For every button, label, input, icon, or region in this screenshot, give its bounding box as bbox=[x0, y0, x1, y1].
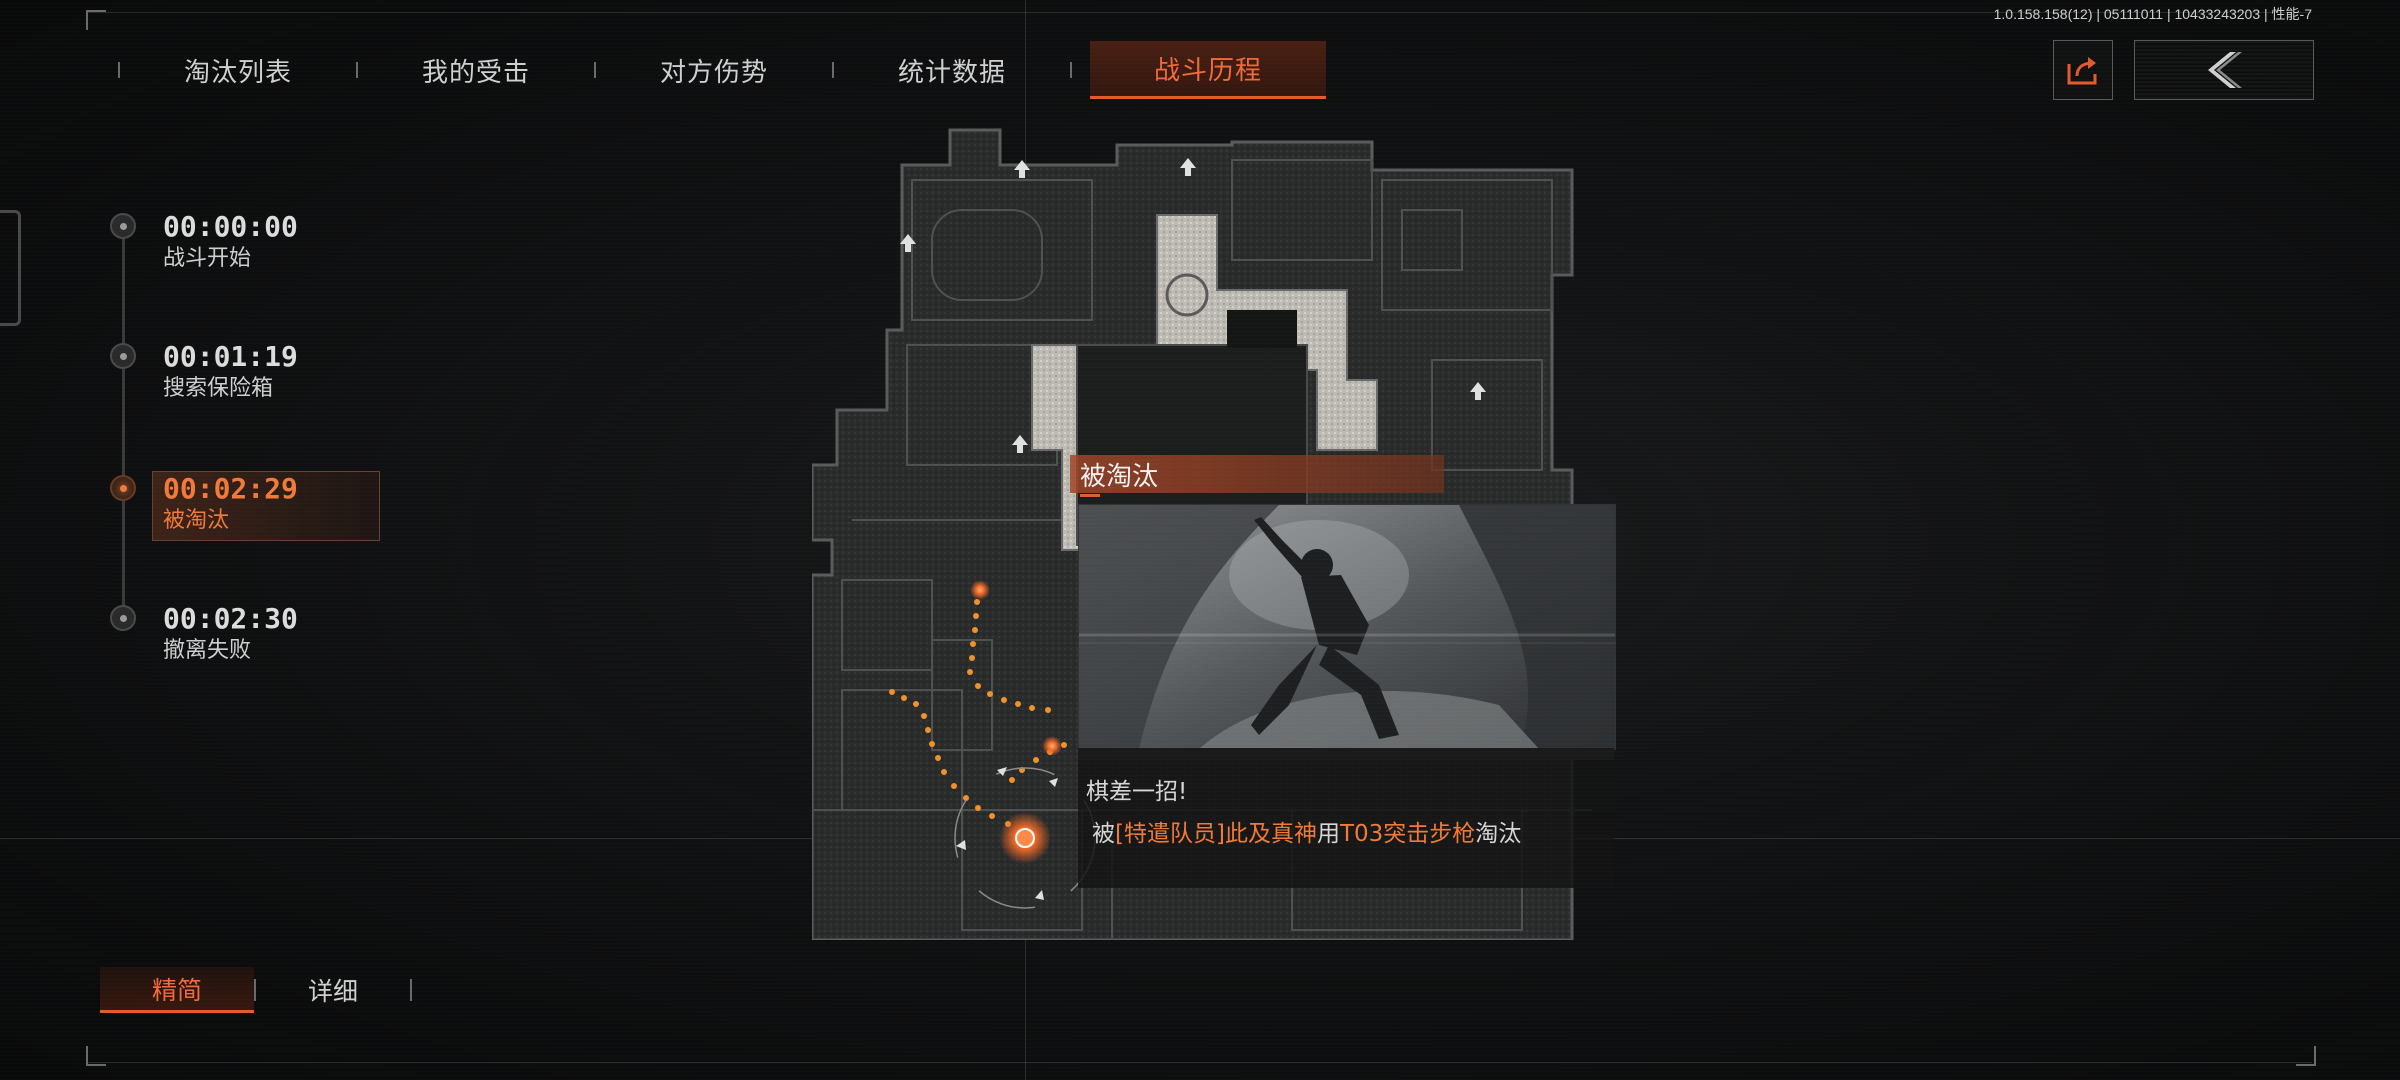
timeline-node[interactable] bbox=[110, 343, 136, 369]
timeline-node-active[interactable] bbox=[110, 475, 136, 501]
frame-top bbox=[88, 12, 2312, 13]
tab-detailed-view[interactable]: 详细 bbox=[307, 977, 358, 1006]
timeline-time: 00:02:29 bbox=[163, 472, 298, 505]
version-info: 1.0.158.158(12) | 05111011 | 10433243203… bbox=[1993, 6, 2312, 22]
detail-prefix: 被 bbox=[1092, 821, 1115, 847]
timeline-time: 00:00:00 bbox=[163, 210, 298, 243]
popup-headline: 棋差一招! bbox=[1086, 779, 1188, 805]
tab-separator bbox=[410, 979, 412, 1001]
timeline-event[interactable]: 00:02:30 撤离失败 bbox=[163, 602, 298, 666]
detail-mid: 用 bbox=[1316, 821, 1340, 847]
bottom-view-toggle: 精简 详细 bbox=[100, 967, 412, 1013]
timeline-event-active[interactable]: 00:02:29 被淘汰 bbox=[163, 472, 298, 536]
back-button[interactable] bbox=[2134, 40, 2314, 100]
replay-soldier-illustration bbox=[1079, 505, 1615, 749]
tab-separator bbox=[118, 62, 120, 78]
frame-bottom bbox=[88, 1062, 2312, 1063]
timeline-label: 战斗开始 bbox=[163, 246, 252, 271]
tab-separator bbox=[254, 979, 256, 1001]
timeline-node[interactable] bbox=[110, 605, 136, 631]
tab-elimination-list[interactable]: 淘汰列表 bbox=[183, 57, 292, 88]
tab-separator bbox=[832, 62, 834, 78]
tab-battle-history[interactable]: 战斗历程 bbox=[1090, 41, 1326, 99]
tab-separator bbox=[356, 62, 358, 78]
tab-statistics[interactable]: 统计数据 bbox=[897, 57, 1006, 88]
popup-title: 被淘汰 bbox=[1070, 455, 1444, 493]
popup-divider-strip bbox=[1078, 748, 1614, 760]
timeline-node[interactable] bbox=[110, 213, 136, 239]
frame-corner bbox=[86, 1046, 106, 1066]
timeline-event[interactable]: 00:01:19 搜索保险箱 bbox=[163, 340, 298, 404]
tab-separator bbox=[594, 62, 596, 78]
timeline-event[interactable]: 00:00:00 战斗开始 bbox=[163, 210, 298, 274]
tab-my-hits[interactable]: 我的受击 bbox=[421, 57, 530, 88]
popup-title-accent bbox=[1080, 494, 1100, 497]
tab-enemy-injury[interactable]: 对方伤势 bbox=[659, 57, 768, 88]
elimination-detail: 被[特遣队员]此及真神用T03突击步枪淘汰 bbox=[1086, 818, 1614, 850]
chevron-left-icon bbox=[2208, 52, 2242, 88]
share-button[interactable] bbox=[2053, 40, 2113, 100]
detail-suffix: 淘汰 bbox=[1475, 821, 1522, 847]
timeline-time: 00:02:30 bbox=[163, 602, 298, 635]
killer-name: [特遣队员]此及真神 bbox=[1115, 821, 1317, 847]
side-drawer-handle[interactable] bbox=[0, 210, 21, 326]
top-tab-bar: 淘汰列表 我的受击 对方伤势 统计数据 战斗历程 bbox=[100, 38, 1326, 102]
timeline-time: 00:01:19 bbox=[163, 340, 298, 373]
elimination-replay-image[interactable] bbox=[1078, 504, 1616, 750]
popup-message-box: 棋差一招! 被[特遣队员]此及真神用T03突击步枪淘汰 bbox=[1078, 760, 1614, 888]
frame-corner bbox=[86, 10, 106, 30]
frame-corner bbox=[2296, 1046, 2316, 1066]
weapon-name: T03突击步枪 bbox=[1339, 821, 1476, 847]
timeline-selection-highlight bbox=[152, 471, 380, 541]
timeline-label: 撤离失败 bbox=[163, 638, 252, 663]
timeline-track bbox=[122, 220, 125, 620]
tab-simple-view[interactable]: 精简 bbox=[100, 967, 254, 1013]
tab-separator bbox=[1070, 62, 1072, 78]
share-icon bbox=[2067, 57, 2097, 85]
timeline-label: 搜索保险箱 bbox=[163, 376, 274, 401]
timeline-label: 被淘汰 bbox=[163, 508, 230, 533]
